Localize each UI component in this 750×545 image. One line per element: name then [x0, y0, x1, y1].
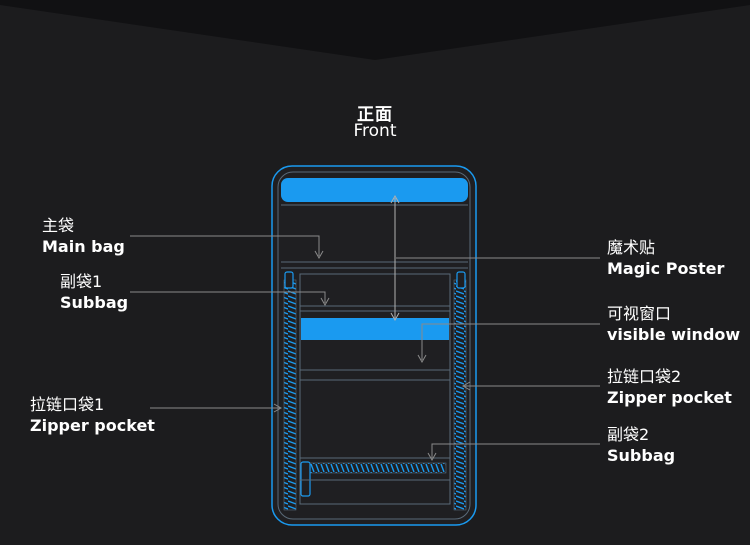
magic-poster-strip	[281, 178, 468, 202]
label-magic-poster: 魔术贴 Magic Poster	[607, 237, 724, 279]
leader-subbag1	[130, 291, 326, 303]
leader-main-bag	[130, 235, 320, 256]
label-zipper-pocket2-cn: 拉链口袋2	[607, 367, 682, 386]
label-subbag2-cn: 副袋2	[607, 425, 650, 444]
top-notch-banner	[0, 0, 750, 60]
bag-outer-outline	[271, 165, 477, 526]
label-main-bag-en: Main bag	[42, 237, 125, 256]
label-main-bag-cn: 主袋	[42, 216, 75, 235]
bottom-zipper-pull	[300, 461, 311, 497]
left-zipper-pull	[284, 271, 294, 289]
leader-visible-window	[421, 323, 600, 360]
label-subbag2: 副袋2 Subbag	[607, 424, 675, 466]
right-zipper	[453, 279, 467, 511]
label-subbag1: 副袋1 Subbag	[60, 271, 128, 313]
label-visible-window-en: visible window	[607, 325, 741, 344]
view-title-en: Front	[353, 121, 397, 141]
label-visible-window-cn: 可视窗口	[607, 304, 672, 323]
subbag1-frame	[299, 273, 451, 505]
label-zipper-pocket2-en: Zipper pocket	[607, 388, 732, 407]
label-subbag1-cn: 副袋1	[60, 272, 103, 291]
label-zipper-pocket1-cn: 拉链口袋1	[30, 395, 105, 414]
label-magic-poster-en: Magic Poster	[607, 259, 725, 278]
bag-inner-outline	[277, 171, 471, 520]
leader-subbag2	[431, 443, 600, 458]
label-zipper-pocket1: 拉链口袋1 Zipper pocket	[30, 394, 155, 436]
left-zipper	[283, 279, 297, 511]
label-subbag1-en: Subbag	[60, 293, 129, 312]
view-title-cn: 正面	[357, 105, 393, 125]
label-magic-poster-cn: 魔术贴	[607, 238, 656, 257]
visible-window-strip	[301, 318, 449, 340]
label-subbag2-en: Subbag	[607, 446, 676, 465]
right-zipper-pull	[456, 271, 466, 289]
label-visible-window: 可视窗口 visible window	[607, 303, 740, 345]
label-main-bag: 主袋 Main bag	[42, 215, 125, 257]
label-zipper-pocket2: 拉链口袋2 Zipper pocket	[607, 366, 732, 408]
bottom-zipper	[303, 462, 447, 474]
label-zipper-pocket1-en: Zipper pocket	[30, 416, 155, 435]
